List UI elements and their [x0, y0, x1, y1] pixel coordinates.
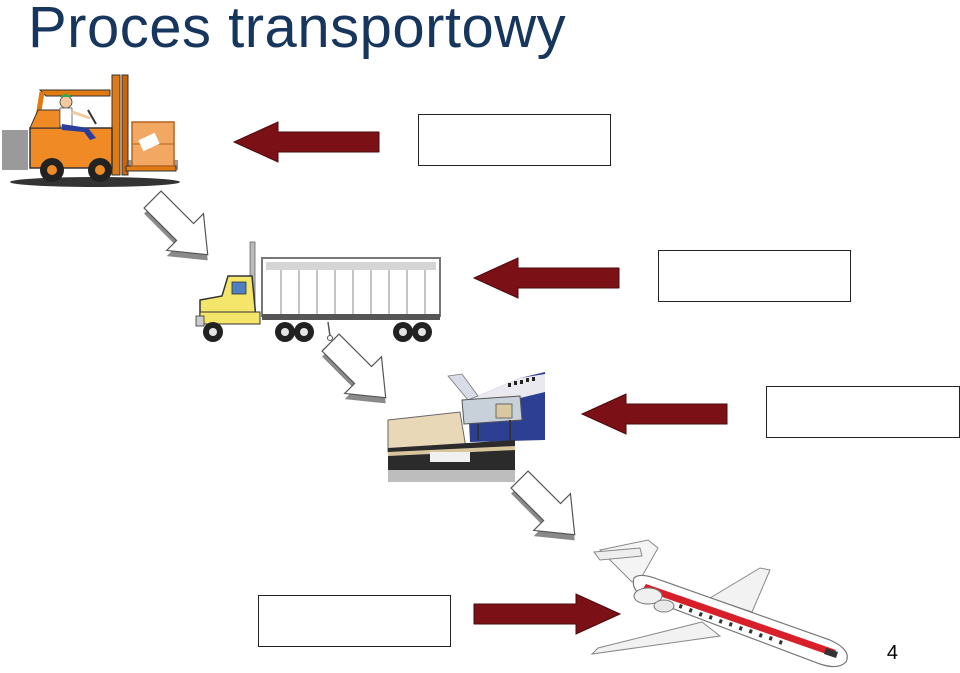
- label-box-forklift[interactable]: [418, 114, 611, 166]
- label-box-cargo-loading[interactable]: [766, 386, 960, 438]
- label-box-truck[interactable]: [658, 250, 851, 302]
- flow-arrow-2: [321, 333, 387, 404]
- truck-icon: [195, 241, 441, 342]
- red-arrow-1: [232, 121, 380, 163]
- flow-arrow-3: [510, 470, 576, 541]
- red-arrow-2: [472, 257, 620, 299]
- airplane-icon: [590, 539, 848, 668]
- cargo-loading-icon: [387, 372, 545, 482]
- forklift-icon: [2, 74, 180, 187]
- page-title: Proces transportowy: [28, 0, 567, 60]
- red-arrow-3: [580, 393, 728, 435]
- red-arrow-4: [473, 593, 622, 635]
- page-number: 4: [886, 642, 898, 664]
- label-box-airplane[interactable]: [258, 595, 451, 647]
- flow-arrow-1: [143, 190, 209, 261]
